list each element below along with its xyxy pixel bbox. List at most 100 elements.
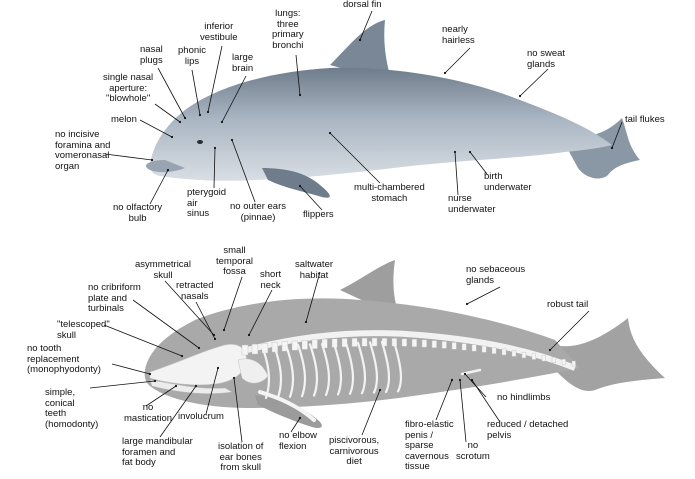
- leader-line: [329, 132, 381, 184]
- silhouette-flipper: [255, 395, 322, 429]
- label-phonic-lips: phonic lips: [178, 45, 206, 67]
- leader-tip: [213, 146, 217, 150]
- dolphin-body: [150, 67, 612, 181]
- label-large-mandibular-foramen: large mandibular foramen and fat body: [122, 436, 193, 468]
- leader-tip: [298, 416, 302, 420]
- leader-line: [469, 151, 488, 175]
- leader-line: [164, 280, 215, 336]
- leader-tip: [463, 372, 467, 376]
- rib: [356, 341, 367, 395]
- leader-tip: [247, 333, 251, 337]
- leader-tip: [328, 131, 332, 135]
- label-no-outer-ears: no outer ears (pinnae): [230, 201, 286, 223]
- label-no-scrotum: no scrotum: [456, 440, 490, 462]
- vertebra: [441, 341, 447, 349]
- vertebra: [291, 340, 298, 351]
- scapula: [237, 358, 269, 384]
- leader-tip: [458, 378, 462, 382]
- leader-tip: [465, 302, 469, 306]
- leader-tip: [170, 135, 174, 139]
- leader-line: [519, 68, 549, 97]
- rib: [272, 344, 283, 399]
- leader-tip: [443, 71, 447, 75]
- label-simple-conical-teeth: simple, conical teeth (homodonty): [45, 387, 99, 430]
- leader-tip: [450, 378, 454, 382]
- label-nurse-underwater: nurse underwater: [448, 193, 496, 215]
- silhouette-flukes: [555, 318, 665, 391]
- leader-tip: [213, 337, 217, 341]
- leader-tip: [518, 94, 522, 98]
- vertebra: [531, 353, 537, 360]
- leader-line: [149, 169, 169, 205]
- dolphin-external-figure: [145, 20, 640, 198]
- leader-line: [444, 47, 471, 74]
- label-lungs: lungs: three primary bronchi: [272, 8, 304, 51]
- vertebra: [571, 360, 576, 367]
- label-isolation-ear-bones: isolation of ear bones from skull: [218, 441, 264, 473]
- leader-line: [195, 301, 216, 340]
- leader-line: [233, 377, 243, 443]
- vertebra: [401, 338, 407, 347]
- leader-line: [471, 379, 501, 423]
- vertebra: [561, 358, 566, 365]
- leader-tip: [610, 146, 614, 150]
- leader-tip: [468, 150, 472, 154]
- leader-line: [299, 185, 323, 211]
- leader-line: [611, 121, 623, 149]
- rib: [380, 340, 391, 394]
- ribs-group: [260, 340, 403, 400]
- leader-line: [466, 286, 501, 305]
- vertebral-column: [239, 330, 577, 371]
- leader-line: [223, 276, 243, 331]
- leader-line: [132, 299, 200, 349]
- label-small-temporal-fossa: small temporal fossa: [216, 245, 253, 277]
- label-no-hindlimbs: no hindlimbs: [497, 392, 551, 403]
- label-no-olfactory-bulb: no olfactory bulb: [113, 202, 163, 224]
- leader-line: [359, 10, 373, 41]
- vertebra: [281, 341, 288, 352]
- vertebra: [241, 344, 249, 356]
- leader-tip: [453, 150, 457, 154]
- leader-line: [248, 289, 273, 336]
- leader-tip: [148, 372, 152, 376]
- vertebra: [311, 339, 318, 349]
- leader-line: [459, 379, 467, 443]
- leader-tip: [194, 384, 198, 388]
- label-dorsal-fin: dorsal fin: [343, 0, 382, 10]
- leader-tip: [378, 388, 382, 392]
- label-robust-tail: robust tail: [547, 299, 589, 310]
- leader-tip: [216, 366, 220, 370]
- leader-line: [205, 367, 219, 415]
- label-birth-underwater: birth underwater: [484, 171, 532, 193]
- vertebra: [361, 337, 368, 347]
- mandible: [149, 379, 233, 394]
- leader-line: [295, 54, 301, 96]
- leader-tip: [206, 110, 210, 114]
- label-no-elbow-flexion: no elbow flexion: [279, 430, 318, 452]
- vertebra: [431, 340, 437, 348]
- vertebra: [351, 338, 358, 347]
- leader-line: [104, 153, 153, 161]
- leader-lines: [89, 10, 623, 443]
- leader-tip: [166, 168, 170, 172]
- label-no-sebaceous-glands: no sebaceous glands: [466, 264, 526, 286]
- leader-tip: [178, 120, 182, 124]
- leader-line: [221, 75, 247, 123]
- label-saltwater-habitat: saltwater habitat: [295, 259, 334, 281]
- leader-line: [111, 363, 151, 375]
- leader-line: [145, 385, 177, 407]
- leader-line: [157, 67, 186, 119]
- vertebra: [411, 339, 417, 347]
- vertebra: [501, 348, 507, 356]
- vertebra: [551, 357, 556, 363]
- dolphin-dorsal-fin: [330, 20, 392, 82]
- label-piscivorous: piscivorous, carnivorous diet: [329, 435, 380, 467]
- leader-line: [290, 417, 301, 433]
- leader-tip: [304, 320, 308, 324]
- rib: [296, 343, 307, 398]
- leader-tip: [180, 354, 184, 358]
- label-large-brain: large brain: [232, 52, 254, 74]
- label-pterygoid-air-sinus: pterygoid air sinus: [187, 187, 227, 219]
- dolphin-skeleton-figure: [144, 260, 665, 429]
- leader-tip: [358, 38, 362, 42]
